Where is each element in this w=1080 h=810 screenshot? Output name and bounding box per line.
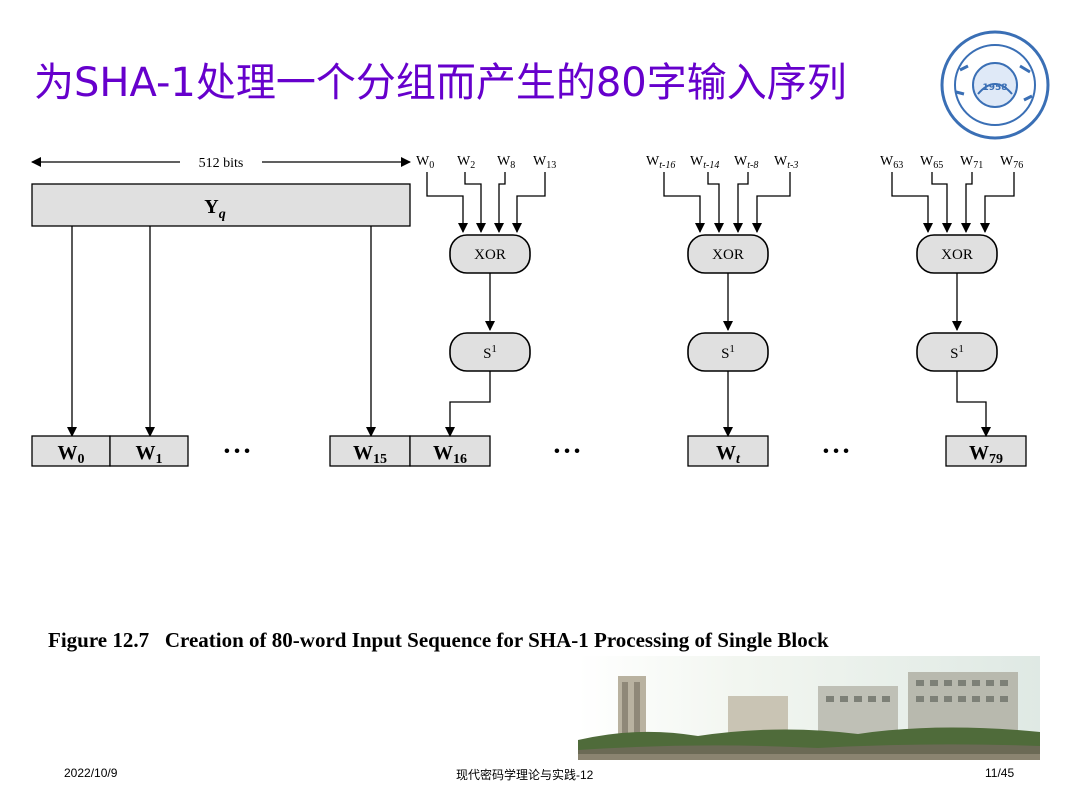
- input-line-1: [663, 172, 705, 233]
- input-label-w65: W65: [920, 154, 943, 171]
- word-box-w16: [409, 435, 491, 467]
- input-line-1: [891, 172, 933, 233]
- word-box-w0: [31, 435, 111, 467]
- university-logo: 1958: [940, 30, 1050, 140]
- input-line-3: [494, 172, 506, 233]
- rot-label: S1: [483, 343, 497, 362]
- footer-date: 2022/10/9: [64, 766, 118, 780]
- xor-label: XOR: [474, 247, 506, 263]
- input-line-1: [426, 172, 468, 233]
- input-line-3: [961, 172, 973, 233]
- input-line-4: [980, 172, 1015, 233]
- logo-year: 1958: [982, 83, 1007, 93]
- word-label-wt: Wt: [716, 442, 741, 467]
- span-label: 512 bits: [199, 156, 244, 171]
- input-label-wt16: Wt-16: [646, 154, 675, 171]
- rot-to-word-arrow: [445, 371, 491, 437]
- input-label-w0: W0: [416, 154, 434, 171]
- input-line-4: [752, 172, 791, 233]
- xor-group-3: W63 W65 W71 W76 XOR S1: [880, 154, 1023, 437]
- word-box-wt: [687, 435, 769, 467]
- xor-label: XOR: [941, 247, 973, 263]
- footer-page-number: 11/45: [985, 766, 1015, 780]
- xor-label: XOR: [712, 247, 744, 263]
- input-line-2: [464, 172, 486, 233]
- campus-photo: [578, 656, 1040, 760]
- rot-label: S1: [721, 343, 735, 362]
- xor-group-1: W0 W2 W8 W13 XOR S1: [416, 154, 556, 437]
- word-label-w16: W16: [433, 442, 467, 467]
- figure-caption: Figure 12.7 Creation of 80-word Input Se…: [48, 628, 829, 652]
- word-box-w1: [109, 435, 189, 467]
- rot-to-word-arrow: [956, 371, 991, 437]
- word-box-w79: [945, 435, 1027, 467]
- footer-course: 现代密码学理论与实践-12: [456, 768, 594, 782]
- input-label-wt3: Wt-3: [774, 154, 798, 171]
- ellipsis-2: • • •: [554, 443, 580, 460]
- block-yq: [31, 183, 411, 227]
- input-label-w13: W13: [533, 154, 556, 171]
- ellipsis-3: • • •: [823, 443, 849, 460]
- input-label-wt14: Wt-14: [690, 154, 719, 171]
- input-line-3: [733, 172, 749, 233]
- ellipsis-1: • • •: [224, 443, 250, 460]
- word-label-w0: W0: [58, 442, 85, 467]
- rot-label: S1: [950, 343, 964, 362]
- input-label-wt8: Wt-8: [734, 154, 758, 171]
- input-line-2: [931, 172, 952, 233]
- input-line-4: [512, 172, 546, 233]
- slide-title: 为SHA-1处理一个分组而产生的80字输入序列: [34, 60, 847, 106]
- input-label-w2: W2: [457, 154, 475, 171]
- input-label-w63: W63: [880, 154, 903, 171]
- word-label-w79: W79: [969, 442, 1003, 467]
- xor-group-2: Wt-16 Wt-14 Wt-8 Wt-3 XOR S1: [646, 154, 798, 437]
- word-label-w1: W1: [136, 442, 163, 467]
- sha1-word-expansion-diagram: 512 bits Yq W0 W1 W15 W16 Wt W79 • • • •…: [31, 154, 1027, 467]
- input-label-w8: W8: [497, 154, 515, 171]
- input-label-w71: W71: [960, 154, 983, 171]
- block-yq-label: Yq: [204, 196, 225, 222]
- input-label-w76: W76: [1000, 154, 1023, 171]
- word-label-w15: W15: [353, 442, 387, 467]
- input-line-2: [707, 172, 724, 233]
